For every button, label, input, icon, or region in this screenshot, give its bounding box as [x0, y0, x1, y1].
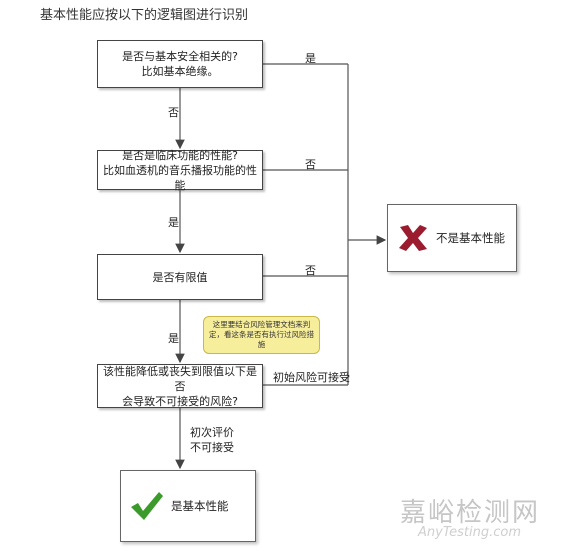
watermark-en: AnyTesting.com — [418, 525, 522, 540]
q4-line2: 会导致不可接受的风险? — [122, 394, 238, 408]
sticky-note: 这里要结合风险管理文档来判定，看这条是否有执行过风险措施 — [203, 316, 320, 354]
q4-line1: 该性能降低或丧失到限值以下是否 — [103, 364, 257, 393]
question-box-risk: 该性能降低或丧失到限值以下是否 会导致不可接受的风险? — [97, 364, 263, 408]
question-box-limit: 是否有限值 — [97, 254, 263, 300]
q3-line1: 是否有限值 — [152, 270, 208, 284]
q1-line1: 是否与基本安全相关的? — [122, 50, 238, 63]
question-box-clinical: 是否是临床功能的性能? 比如血透机的音乐播报功能的性能 — [97, 148, 263, 192]
label-q4-accept: 初始风险可接受 — [273, 371, 350, 384]
label-q2-no: 否 — [305, 158, 316, 171]
q2-line2: 比如血透机的音乐播报功能的性能 — [103, 163, 257, 192]
cross-icon — [396, 223, 430, 253]
result-not-essential: 不是基本性能 — [387, 204, 517, 272]
watermark-cn: 嘉峪检测网 — [400, 498, 541, 528]
label-q4-eval-line2: 不可接受 — [190, 441, 234, 454]
label-q4-eval-line1: 初次评价 — [190, 426, 234, 439]
q1-line2: 比如基本绝缘。 — [141, 65, 219, 78]
q2-line1: 是否是临床功能的性能? — [122, 148, 238, 162]
question-box-safety: 是否与基本安全相关的? 比如基本绝缘。 — [97, 40, 263, 88]
diagram-heading: 基本性能应按以下的逻辑图进行识别 — [40, 8, 249, 23]
check-icon — [129, 490, 165, 522]
label-q1-yes: 是 — [305, 52, 316, 65]
label-q3-no: 否 — [305, 264, 316, 277]
label-q2-yes: 是 — [168, 216, 179, 229]
label-q1-no: 否 — [168, 106, 179, 119]
label-q3-yes: 是 — [168, 332, 179, 345]
not-essential-label: 不是基本性能 — [436, 231, 505, 245]
essential-label: 是基本性能 — [171, 499, 229, 513]
result-essential: 是基本性能 — [120, 470, 256, 542]
